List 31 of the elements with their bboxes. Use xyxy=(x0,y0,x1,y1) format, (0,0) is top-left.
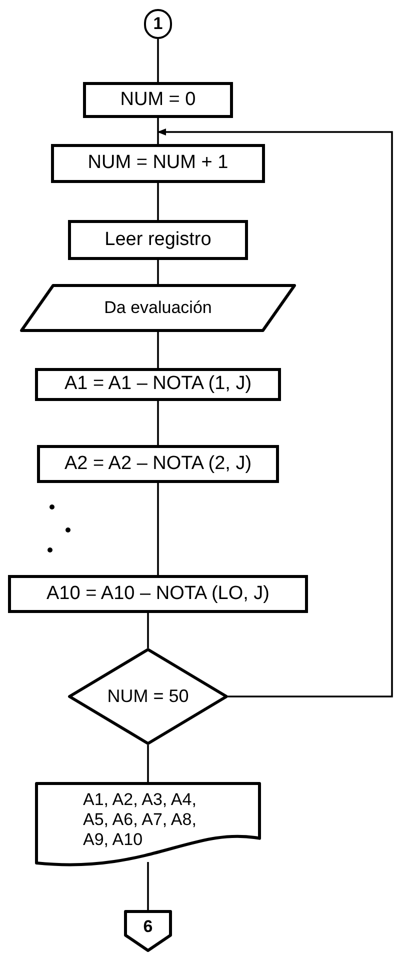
connector-line xyxy=(157,39,159,82)
node-text: A10 = A10 – NOTA (LO, J) xyxy=(46,582,270,606)
node-text: A1, A2, A3, A4, A5, A6, A7, A8, A9, A10 xyxy=(82,789,198,850)
connector-line xyxy=(147,745,149,782)
connector-line xyxy=(157,483,159,575)
node-text: NUM = NUM + 1 xyxy=(88,151,228,176)
loop-arrow xyxy=(157,128,393,698)
process-box xyxy=(35,368,281,401)
process-box xyxy=(83,82,233,118)
process-box xyxy=(37,445,279,483)
connector-line xyxy=(157,401,159,445)
input-output-parallelogram xyxy=(20,284,296,332)
off-page-connector xyxy=(124,910,172,952)
node-text: 1 xyxy=(153,13,163,36)
connector-line xyxy=(157,118,159,144)
process-box xyxy=(68,220,248,260)
node-text: A1 = A1 – NOTA (1, J) xyxy=(64,372,252,396)
node-text: 6 xyxy=(143,916,153,938)
process-box xyxy=(51,144,265,183)
connector-line xyxy=(147,613,149,648)
connector-line xyxy=(157,183,159,220)
node-text: A2 = A2 – NOTA (2, J) xyxy=(64,452,252,476)
node-text: Leer registro xyxy=(104,228,212,252)
node-text: NUM = 0 xyxy=(120,88,196,112)
node-text: Da evaluación xyxy=(104,297,212,320)
process-box xyxy=(8,575,308,613)
connector-line xyxy=(157,332,159,368)
connector-line xyxy=(147,862,149,910)
connector-line xyxy=(157,260,159,284)
decision-diamond xyxy=(68,648,228,745)
node-text: NUM = 50 xyxy=(107,685,189,708)
